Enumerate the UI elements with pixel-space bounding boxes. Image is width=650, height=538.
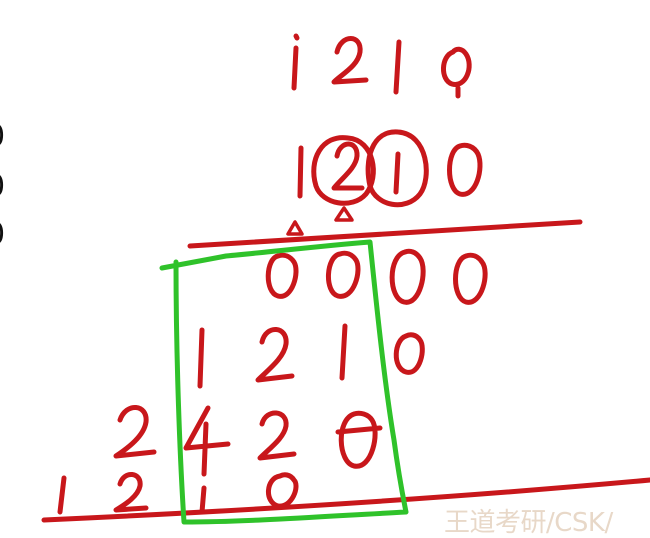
- carry-marks: [286, 206, 354, 236]
- digit-2: [331, 36, 369, 85]
- digit-2: [331, 141, 365, 191]
- digit-0: [393, 332, 425, 375]
- digit-1: [393, 39, 402, 95]
- digit-1: [297, 145, 304, 199]
- digit-1: [199, 485, 207, 515]
- digit-0: [266, 472, 299, 509]
- left-edge-digit: 0: [0, 220, 5, 250]
- digit-2: [113, 405, 157, 459]
- bottom-line: [41, 477, 650, 523]
- digit-1: [339, 323, 348, 381]
- digit-0: [335, 410, 383, 469]
- multiplier-row: [297, 129, 483, 208]
- separator-line: [187, 219, 583, 249]
- multiplicand-row: [291, 33, 472, 99]
- digit-2: [113, 472, 149, 513]
- digit-1: [197, 327, 205, 389]
- digit-1: [393, 151, 401, 195]
- digit-2: [257, 410, 297, 461]
- triangle-mark: [334, 206, 354, 222]
- triangle-mark: [286, 220, 304, 236]
- digit-0: [325, 250, 361, 299]
- circle-mark: [311, 135, 376, 206]
- digit-1: [291, 33, 300, 91]
- highlight-box: [159, 239, 409, 525]
- digit-4: [183, 405, 231, 477]
- partial-product-row: [57, 472, 299, 515]
- digit-0: [441, 46, 472, 99]
- digit-0: [389, 248, 426, 305]
- digit-1: [57, 475, 67, 515]
- watermark-text: 王道考研/CSK/: [444, 508, 613, 538]
- digit-0: [447, 142, 483, 197]
- partial-product-row: [197, 323, 425, 389]
- digit-2: [255, 327, 295, 383]
- left-edge-digit: 0: [0, 172, 5, 202]
- digit-0: [265, 252, 299, 299]
- left-edge-digit: 0: [0, 122, 5, 152]
- digit-0: [453, 252, 488, 305]
- circle-mark: [365, 129, 429, 208]
- partial-product-row: [265, 248, 488, 305]
- partial-product-row: [113, 405, 383, 477]
